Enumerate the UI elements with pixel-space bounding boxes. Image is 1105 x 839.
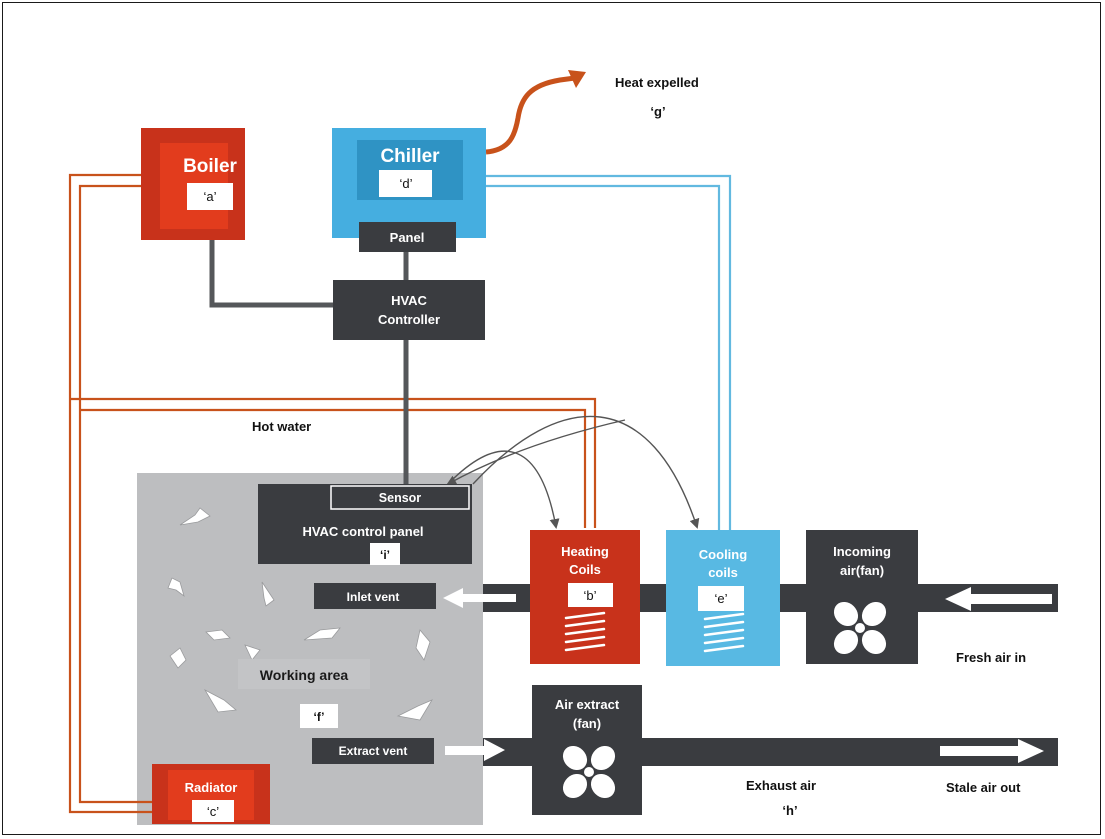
hot-water-label: Hot water — [252, 419, 311, 434]
radiator: Radiator ‘c’ — [152, 764, 270, 824]
inlet-vent: Inlet vent — [314, 583, 516, 609]
incoming-air-fan: Incoming air(fan) — [806, 530, 918, 664]
hot-water-pipes — [68, 173, 597, 814]
panel-title: Panel — [390, 230, 425, 245]
stale-air-arrow-icon — [940, 739, 1044, 763]
boiler-title: Boiler — [183, 156, 237, 177]
working-area-label-bg — [238, 659, 370, 689]
heating-coils-line2: Coils — [569, 562, 601, 577]
extract-vent-label: Extract vent — [339, 744, 408, 758]
chiller-title: Chiller — [380, 146, 440, 167]
cooling-coils-line1: Cooling — [699, 547, 747, 562]
chiller-tag: ‘d’ — [399, 176, 412, 191]
inlet-vent-label: Inlet vent — [347, 590, 400, 604]
extract-arrow-icon — [445, 739, 505, 761]
chilled-water-pipes — [486, 174, 732, 532]
air-extract-line2: (fan) — [573, 716, 601, 731]
stale-air-label: Stale air out — [946, 780, 1021, 795]
hvac-controller: HVAC Controller — [333, 280, 485, 340]
heating-coil-spring-icon — [564, 611, 606, 652]
cooling-coils: Cooling coils ‘e’ — [666, 530, 780, 666]
air-extract-fan: Air extract (fan) — [532, 685, 642, 815]
working-area-tag-bg — [300, 704, 338, 728]
boiler: Boiler ‘a’ — [141, 128, 245, 240]
extract-vent: Extract vent — [312, 738, 505, 764]
exhaust-air-label: Exhaust air — [746, 778, 816, 793]
incoming-air-line1: Incoming — [833, 544, 891, 559]
fresh-air-arrow-icon — [945, 587, 1052, 611]
radiator-title: Radiator — [185, 780, 238, 795]
air-extract-line1: Air extract — [555, 697, 620, 712]
working-area-label: Working area — [260, 667, 349, 683]
heating-coils: Heating Coils ‘b’ — [530, 530, 640, 664]
fan-icon — [562, 745, 616, 799]
chiller: Chiller ‘d’ — [332, 128, 486, 238]
heat-expelled-arrow — [485, 70, 586, 155]
heating-coils-line1: Heating — [561, 544, 609, 559]
controller-line1: HVAC — [391, 293, 427, 308]
working-area-tag: ‘f’ — [314, 710, 325, 724]
control-wires — [209, 240, 409, 485]
cooling-coils-tag: ‘e’ — [714, 591, 727, 606]
controller-line2: Controller — [378, 312, 440, 327]
fresh-air-label: Fresh air in — [956, 650, 1026, 665]
incoming-air-line2: air(fan) — [840, 563, 884, 578]
airflow-swirl-icons — [167, 507, 433, 721]
heat-expelled-label: Heat expelled — [615, 75, 699, 90]
panel: Panel — [359, 222, 456, 252]
inlet-arrow-icon — [443, 588, 516, 608]
hvac-control-panel: Sensor HVAC control panel ‘i’ — [258, 484, 472, 565]
sensor-label: Sensor — [379, 491, 422, 505]
cooling-coil-spring-icon — [703, 612, 745, 653]
heating-coils-tag: ‘b’ — [583, 588, 596, 603]
heat-expelled-tag: ‘g’ — [650, 104, 665, 119]
signal-arrows — [445, 415, 700, 529]
cooling-coils-line2: coils — [708, 565, 738, 580]
exhaust-air-tag: ‘h’ — [782, 803, 797, 818]
fan-icon — [833, 601, 887, 655]
control-panel-label: HVAC control panel — [302, 524, 423, 539]
radiator-tag: ‘c’ — [207, 804, 219, 819]
control-panel-tag: ‘i’ — [380, 548, 390, 562]
boiler-tag: ‘a’ — [203, 189, 216, 204]
